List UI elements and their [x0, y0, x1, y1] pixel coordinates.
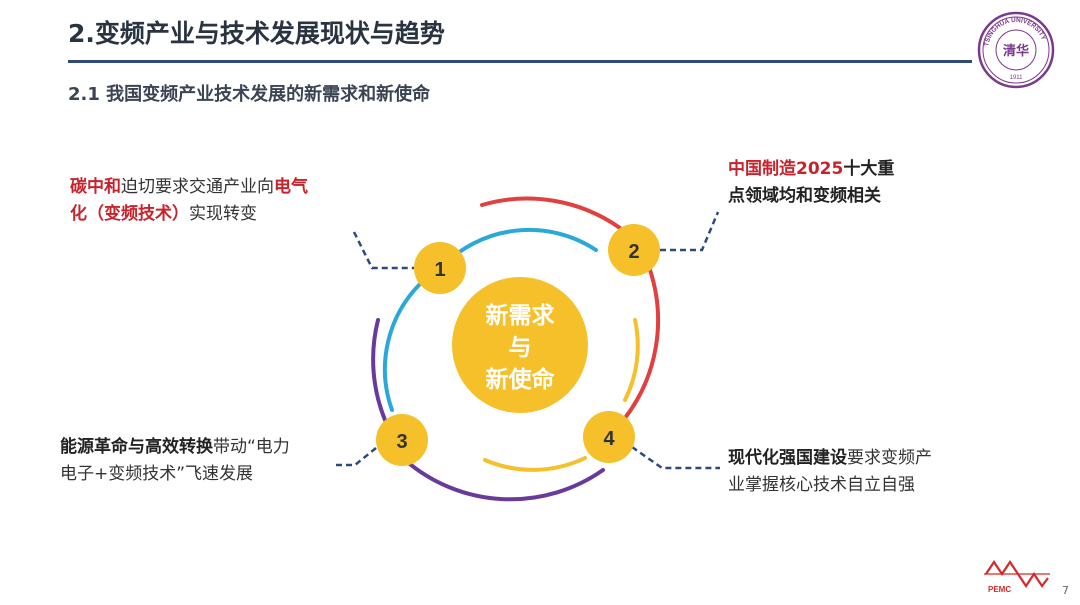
- title-divider: [68, 60, 972, 63]
- item-4-text: 现代化强国建设要求变频产 业掌握核心技术自立自强: [728, 445, 988, 499]
- arc-red: [480, 196, 622, 230]
- seal-year: 1911: [1010, 75, 1024, 81]
- item-1-vfd: 化（变频技术）: [70, 204, 189, 224]
- item-4-text-c: 业掌握核心技术自立自强: [728, 475, 915, 495]
- center-line-3: 新使命: [486, 366, 556, 393]
- node-3-number: 3: [396, 431, 407, 453]
- arc-purple: [371, 318, 387, 422]
- pemc-logo-text: PEMC: [988, 585, 1011, 594]
- item-4-modern: 现代化强国建设: [728, 448, 847, 468]
- arc-yellow-bottom: [483, 456, 587, 472]
- item-1-electric: 电气: [274, 177, 308, 197]
- item-4-text-b: 要求变频产: [847, 448, 932, 468]
- seal-center-text: 清华: [1003, 43, 1029, 59]
- connector-1: [352, 231, 414, 270]
- tsinghua-seal: TSINGHUA UNIVERSITY 清华 1911: [977, 11, 1055, 89]
- item-3-energy: 能源革命与高效转换: [60, 437, 213, 457]
- arc-blue-left: [382, 281, 423, 412]
- connector-2: [660, 211, 720, 252]
- connector-4: [631, 445, 720, 470]
- node-4-number: 4: [603, 428, 615, 450]
- center-circle: [452, 277, 588, 413]
- item-2-line2: 点领域均和变频相关: [728, 186, 881, 206]
- section-subtitle: 2.1 我国变频产业技术发展的新需求和新使命: [68, 84, 431, 105]
- node-1: [414, 242, 466, 294]
- item-1-text-e: 实现转变: [189, 204, 257, 224]
- item-2-made-in-china: 中国制造2025: [728, 159, 844, 179]
- node-1-number: 1: [434, 259, 445, 281]
- center-line-2: 与: [509, 335, 532, 361]
- arc-yellow: [623, 318, 640, 402]
- item-3-text-b: 带动“电力: [213, 437, 290, 457]
- arc-red-right: [623, 268, 661, 420]
- item-3-text: 能源革命与高效转换带动“电力 电子+变频技术”飞速发展: [60, 434, 360, 488]
- pemc-logo: PEMC: [984, 560, 1050, 594]
- node-4: [583, 411, 635, 463]
- item-3-text-c: 电子+变频技术”飞速发展: [60, 464, 254, 484]
- page-number: 7: [1062, 584, 1069, 597]
- node-2: [608, 224, 660, 276]
- arc-purple-bottom: [403, 458, 605, 502]
- node-3: [376, 414, 428, 466]
- item-1-text-b: 迫切要求交通产业向: [121, 177, 274, 197]
- connector-3: [335, 447, 377, 467]
- item-2-text: 中国制造2025十大重 点领域均和变频相关: [728, 156, 968, 210]
- item-1-carbon: 碳中和: [70, 177, 121, 197]
- item-2-line1-tail: 十大重: [843, 159, 895, 179]
- node-2-number: 2: [628, 241, 639, 263]
- page-title: 2.变频产业与技术发展现状与趋势: [68, 19, 445, 48]
- item-1-text: 碳中和迫切要求交通产业向电气 化（变频技术）实现转变: [70, 174, 370, 228]
- center-line-1: 新需求: [486, 302, 555, 329]
